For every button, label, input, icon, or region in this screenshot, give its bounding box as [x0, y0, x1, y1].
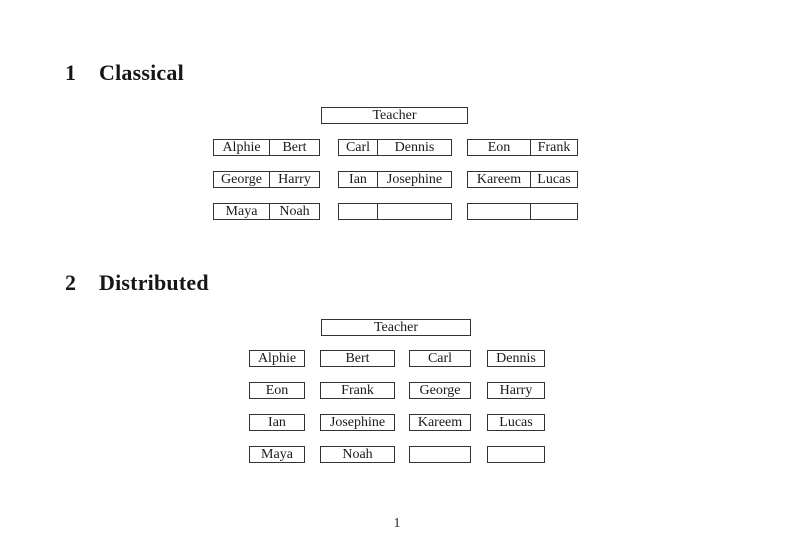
seat-box: Alphie	[249, 350, 305, 367]
seat-cell: Noah	[342, 447, 373, 462]
seat-cell: Kareem	[476, 172, 522, 187]
seat-table: Carl Dennis	[338, 139, 452, 156]
seat-cell: Bert	[269, 140, 319, 155]
seat-cell: Alphie	[222, 140, 261, 155]
section-heading-distributed: 2 Distributed	[65, 270, 209, 296]
seat-cell: Maya	[225, 204, 258, 219]
seat-cell	[468, 204, 530, 219]
seat-table: Eon Frank	[467, 139, 578, 156]
seat-box: Josephine	[320, 414, 395, 431]
seat-cell: Harry	[499, 383, 533, 398]
seat-cell: Alphie	[257, 351, 297, 366]
seat-cell: Dennis	[377, 140, 451, 155]
section-title: Distributed	[99, 270, 209, 295]
seat-box: Ian	[249, 414, 305, 431]
seat-cell: Noah	[269, 204, 319, 219]
seat-cell: Frank	[530, 140, 577, 155]
section-number: 2	[65, 270, 77, 295]
seat-cell	[410, 447, 470, 462]
seat-cell: Eon	[265, 383, 289, 398]
seat-box: Noah	[320, 446, 395, 463]
seat-cell: Kareem	[417, 415, 463, 430]
seat-cell: Carl	[427, 351, 453, 366]
seat-box: Carl	[409, 350, 471, 367]
seat-table: Alphie Bert	[213, 139, 320, 156]
teacher-box-distributed: Teacher	[321, 319, 471, 336]
seat-box: Harry	[487, 382, 545, 399]
seat-cell: George	[419, 383, 461, 398]
seat-table: Ian Josephine	[338, 171, 452, 188]
section-title: Classical	[99, 60, 184, 85]
seat-table	[338, 203, 452, 220]
seat-cell: Eon	[487, 140, 511, 155]
teacher-label: Teacher	[372, 108, 417, 123]
teacher-label: Teacher	[373, 320, 419, 335]
page-number: 1	[393, 516, 401, 531]
seat-box: Lucas	[487, 414, 545, 431]
seat-cell: Josephine	[377, 172, 451, 187]
seat-cell: Ian	[268, 415, 286, 430]
seat-cell: Josephine	[329, 415, 386, 430]
seat-table: Maya Noah	[213, 203, 320, 220]
seat-cell: Maya	[261, 447, 293, 462]
seat-box: Kareem	[409, 414, 471, 431]
seat-cell	[339, 204, 377, 219]
seat-cell: Carl	[345, 140, 371, 155]
seat-box	[409, 446, 471, 463]
seat-cell	[488, 447, 544, 462]
seat-cell: Ian	[349, 172, 367, 187]
seat-table: George Harry	[213, 171, 320, 188]
teacher-box-classical: Teacher	[321, 107, 468, 124]
seat-cell: Lucas	[499, 415, 533, 430]
section-heading-classical: 1 Classical	[65, 60, 184, 86]
seat-box: Frank	[320, 382, 395, 399]
seat-cell: Lucas	[530, 172, 577, 187]
seat-cell: George	[221, 172, 262, 187]
seat-cell: Harry	[269, 172, 319, 187]
section-number: 1	[65, 60, 77, 85]
seat-box: Dennis	[487, 350, 545, 367]
seat-box	[487, 446, 545, 463]
seat-table: Kareem Lucas	[467, 171, 578, 188]
seat-cell	[377, 204, 451, 219]
seat-cell: Dennis	[496, 351, 536, 366]
seat-box: Bert	[320, 350, 395, 367]
seat-cell: Frank	[341, 383, 374, 398]
seat-box: Eon	[249, 382, 305, 399]
seat-box: Maya	[249, 446, 305, 463]
seat-cell	[530, 204, 577, 219]
seat-box: George	[409, 382, 471, 399]
seat-cell: Bert	[345, 351, 370, 366]
seat-table	[467, 203, 578, 220]
